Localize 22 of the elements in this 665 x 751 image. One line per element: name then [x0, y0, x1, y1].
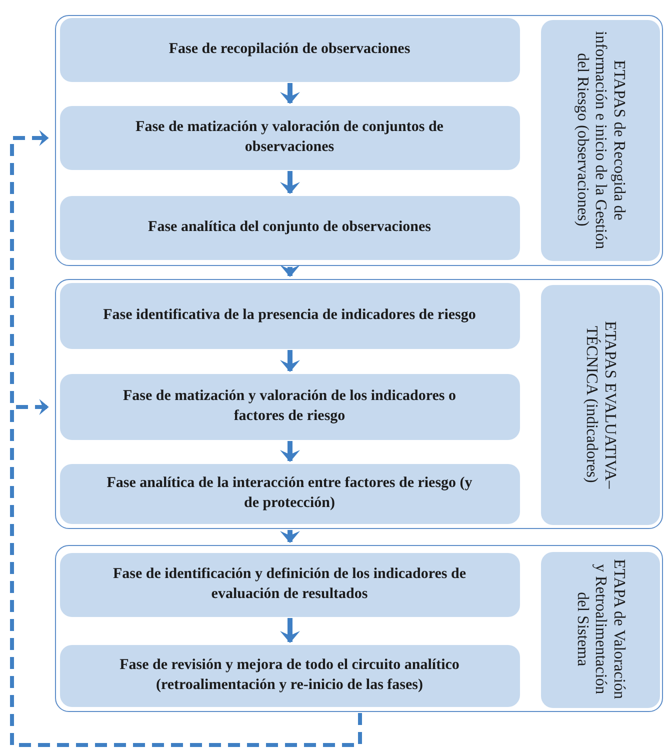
process-box: Fase identificativa de la presencia de indicadores de riesgo	[60, 282, 520, 348]
stage-panel	[55, 545, 663, 712]
process-box: Fase de recopilación de observaciones	[60, 18, 520, 82]
dashed-arrow	[10, 399, 362, 747]
arrow	[280, 441, 300, 462]
process-box: Fase de identificación y definición de los indicadores de evaluación de resultados	[60, 552, 520, 616]
process-box: Fase de matización y valoración de los indicadores o factores de riesgo	[60, 374, 520, 440]
stage-panel	[55, 15, 663, 266]
process-box: Fase analítica del conjunto de observaciones	[60, 196, 520, 260]
arrow	[280, 530, 300, 543]
stage-label: ETAPA de Valoración y Retroalimentación del Sistema	[540, 552, 660, 708]
arrow	[280, 83, 300, 104]
process-box: Fase analítica de la interacción entre factores de riesgo (y de protección)	[60, 464, 520, 524]
arrow	[280, 171, 300, 194]
stage-panel	[55, 279, 663, 529]
process-box: Fase de matización y valoración de conjuntos de observaciones	[60, 106, 520, 170]
arrow	[280, 265, 300, 277]
process-box: Fase de revisión y mejora de todo el circuito analítico (retroalimentación y re-inicio de las fases)	[60, 644, 520, 706]
arrow	[280, 618, 300, 643]
stage-label: ETAPAS de Recogida de información e inicio de la Gestión del Riesgo (observaciones)	[540, 20, 660, 260]
stage-label: ETAPAS EVALUATIVA–TÉCNICA (indicadores)	[540, 284, 660, 524]
arrow	[280, 350, 300, 372]
